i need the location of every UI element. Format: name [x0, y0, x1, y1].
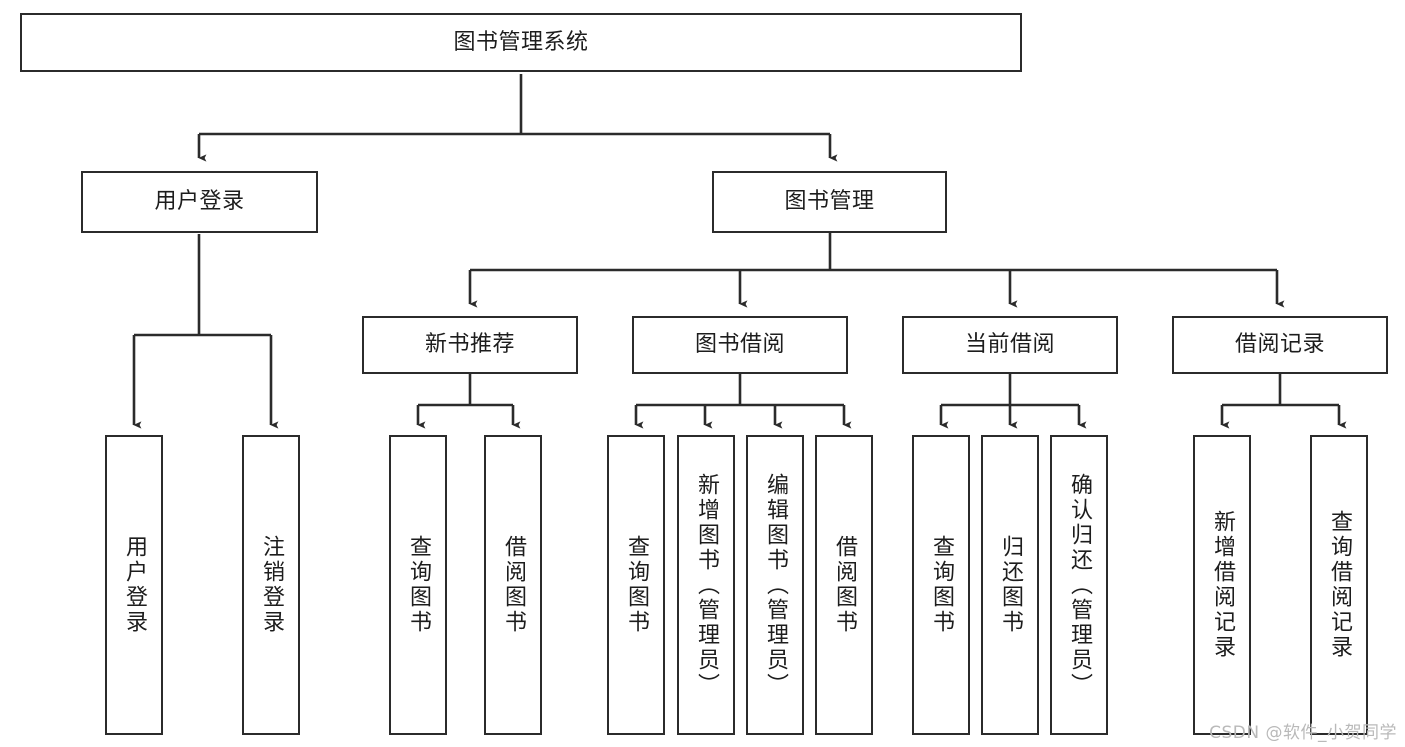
- node-label: 借阅记录: [1234, 332, 1325, 358]
- node-root-system[interactable]: 图书管理系统: [20, 13, 1022, 72]
- node-current-borrow[interactable]: 当前借阅: [902, 316, 1118, 374]
- node-label: 图书借阅: [694, 332, 785, 358]
- leaf-borrow-book-recommend[interactable]: 借阅图书: [484, 435, 542, 735]
- node-label: 借阅图书: [501, 535, 526, 635]
- node-label: 图书管理系统: [453, 29, 589, 55]
- node-book-manage[interactable]: 图书管理: [712, 171, 947, 233]
- leaf-edit-book[interactable]: 编辑图书（管理员）: [746, 435, 804, 735]
- leaf-query-book-recommend[interactable]: 查询图书: [389, 435, 447, 735]
- leaf-add-book[interactable]: 新增图书（管理员）: [677, 435, 735, 735]
- leaf-borrow-book[interactable]: 借阅图书: [815, 435, 873, 735]
- node-new-book-recommend[interactable]: 新书推荐: [362, 316, 578, 374]
- leaf-add-borrow-record[interactable]: 新增借阅记录: [1193, 435, 1251, 735]
- node-label: 当前借阅: [964, 332, 1055, 358]
- node-label: 用户登录: [122, 535, 147, 635]
- node-label: 注销登录: [259, 535, 284, 635]
- leaf-return-book[interactable]: 归还图书: [981, 435, 1039, 735]
- node-label: 查询图书: [929, 535, 954, 635]
- node-label: 查询借阅记录: [1327, 510, 1352, 660]
- node-user-login[interactable]: 用户登录: [81, 171, 318, 233]
- node-borrow-record[interactable]: 借阅记录: [1172, 316, 1388, 374]
- node-label: 新增借阅记录: [1210, 510, 1235, 660]
- node-label: 查询图书: [406, 535, 431, 635]
- node-label: 编辑图书（管理员）: [763, 472, 788, 698]
- node-label: 归还图书: [998, 535, 1023, 635]
- node-label: 图书管理: [784, 189, 875, 215]
- leaf-query-book-borrow[interactable]: 查询图书: [607, 435, 665, 735]
- csdn-watermark: CSDN @软件_小贺同学: [1209, 723, 1397, 743]
- leaf-query-book-current[interactable]: 查询图书: [912, 435, 970, 735]
- leaf-confirm-return[interactable]: 确认归还（管理员）: [1050, 435, 1108, 735]
- node-label: 用户登录: [154, 189, 245, 215]
- node-label: 新书推荐: [424, 332, 515, 358]
- leaf-query-borrow-record[interactable]: 查询借阅记录: [1310, 435, 1368, 735]
- node-label: 查询图书: [624, 535, 649, 635]
- leaf-user-login[interactable]: 用户登录: [105, 435, 163, 735]
- node-book-borrow[interactable]: 图书借阅: [632, 316, 848, 374]
- node-label: 新增图书（管理员）: [694, 472, 719, 698]
- leaf-logout-login[interactable]: 注销登录: [242, 435, 300, 735]
- node-label: 确认归还（管理员）: [1067, 472, 1092, 698]
- node-label: 借阅图书: [832, 535, 857, 635]
